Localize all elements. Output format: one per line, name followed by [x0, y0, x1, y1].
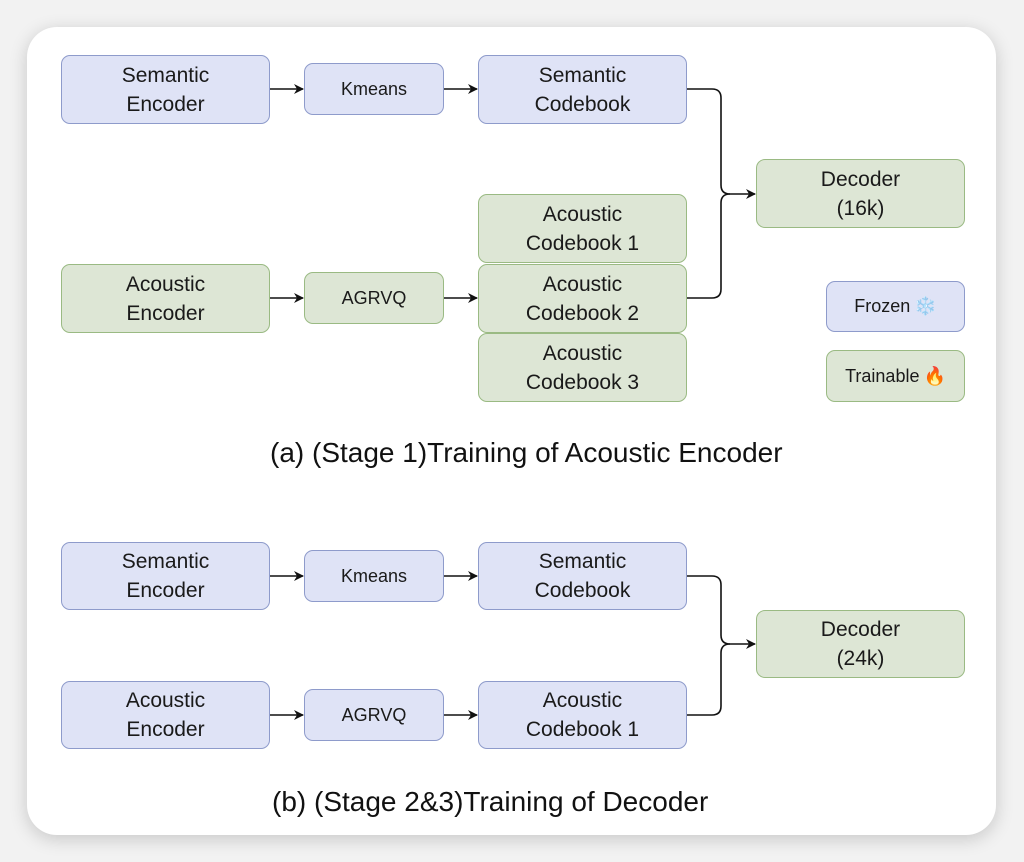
- legend-trainable: Trainable 🔥: [826, 350, 965, 402]
- s1-kmeans: Kmeans: [304, 63, 444, 115]
- s2-acoustic-encoder: Acoustic Encoder: [61, 681, 270, 749]
- s2-agrvq: AGRVQ: [304, 689, 444, 741]
- s1-acoustic-codebook-2: Acoustic Codebook 2: [478, 264, 687, 333]
- s2-acoustic-codebook-1: Acoustic Codebook 1: [478, 681, 687, 749]
- snowflake-icon: ❄️: [914, 296, 937, 316]
- legend-trainable-label: Trainable: [845, 365, 920, 386]
- s1-acoustic-codebook-3: Acoustic Codebook 3: [478, 333, 687, 402]
- s1-semantic-encoder: Semantic Encoder: [61, 55, 270, 124]
- legend-frozen: Frozen ❄️: [826, 281, 965, 332]
- stage1-caption: (a) (Stage 1)Training of Acoustic Encode…: [270, 437, 783, 468]
- s1-agrvq: AGRVQ: [304, 272, 444, 324]
- s2-decoder: Decoder (24k): [756, 610, 965, 678]
- s2-semantic-codebook: Semantic Codebook: [478, 542, 687, 610]
- s2-semantic-encoder: Semantic Encoder: [61, 542, 270, 610]
- stage2-caption: (b) (Stage 2&3)Training of Decoder: [272, 786, 709, 817]
- s1-acoustic-encoder: Acoustic Encoder: [61, 264, 270, 333]
- fire-icon: 🔥: [923, 365, 946, 386]
- s1-semantic-codebook: Semantic Codebook: [478, 55, 687, 124]
- s1-decoder: Decoder (16k): [756, 159, 965, 228]
- s2-kmeans: Kmeans: [304, 550, 444, 602]
- legend-frozen-label: Frozen: [854, 296, 911, 316]
- s1-acoustic-codebook-1: Acoustic Codebook 1: [478, 194, 687, 263]
